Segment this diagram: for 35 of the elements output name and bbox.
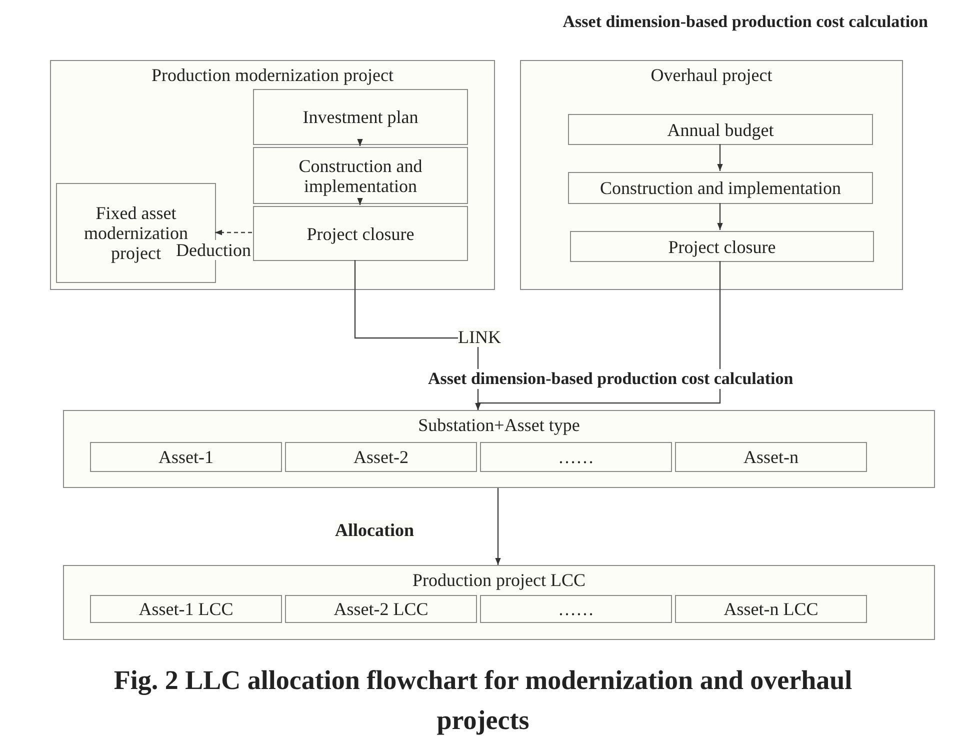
arrow [215, 230, 252, 236]
group-panel [50, 60, 495, 290]
arrow [717, 144, 723, 171]
process-box: Investment plan [253, 89, 468, 145]
process-box: Project closure [570, 231, 874, 262]
process-box: Construction and implementation [253, 147, 468, 204]
process-box: …… [480, 595, 672, 623]
edge-label: Deduction [176, 240, 251, 260]
group-panel [520, 60, 903, 290]
panel-title: Overhaul project [650, 65, 774, 85]
process-box: Asset-n LCC [675, 595, 867, 623]
arrow [495, 488, 501, 565]
figure-caption: Fig. 2 LLC allocation flowchart for modernization and overhaul projects [112, 664, 854, 737]
arrow [475, 261, 721, 410]
process-box: Asset-2 [285, 442, 477, 472]
process-box: Annual budget [568, 114, 873, 145]
panel-title: Production modernization project [150, 65, 394, 85]
arrow [717, 203, 723, 230]
process-box: Asset-1 LCC [90, 595, 282, 623]
process-box: Asset-2 LCC [285, 595, 477, 623]
process-box: Asset-n [675, 442, 867, 472]
arrow [357, 138, 363, 146]
arrow [357, 198, 363, 205]
process-box: Asset-1 [90, 442, 282, 472]
group-panel [63, 565, 935, 640]
process-box: …… [480, 442, 672, 472]
edge-label: Allocation [335, 520, 414, 540]
panel-title: Substation+Asset type [417, 415, 581, 435]
edge-label: LINK [458, 327, 501, 347]
group-panel [63, 410, 935, 488]
note-text: Asset dimension-based production cost calculation [428, 369, 794, 389]
process-box: Project closure [253, 206, 468, 261]
panel-title: Production project LCC [412, 570, 586, 590]
diagram-title: Asset dimension-based production cost calculation [562, 12, 928, 32]
process-box: Construction and implementation [568, 172, 873, 204]
